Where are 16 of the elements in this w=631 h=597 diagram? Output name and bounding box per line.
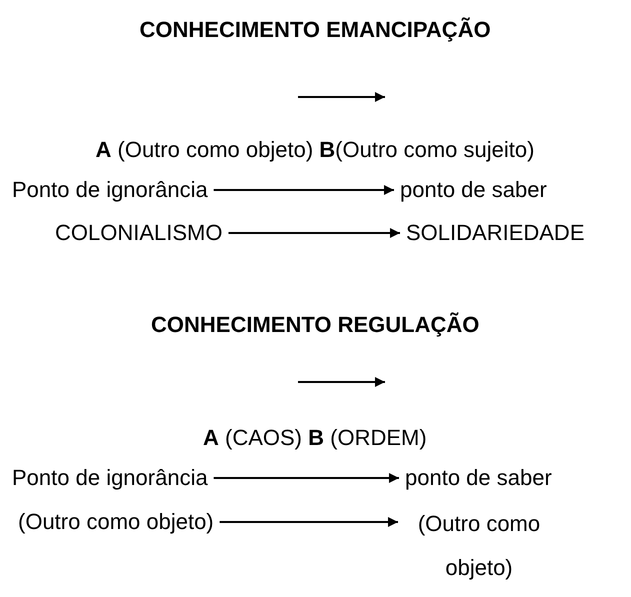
node-text: (Outro como objeto): [404, 502, 554, 590]
node-text: ponto de saber: [400, 170, 547, 210]
node-text: Ponto de ignorância: [12, 458, 208, 498]
label-text: A (Outro como objeto) B(Outro como sujeito): [96, 136, 534, 164]
heading: CONHECIMENTO EMANCIPAÇÃO: [140, 16, 491, 44]
arrow: [214, 473, 399, 483]
label-text: A (CAOS) B (ORDEM): [203, 424, 427, 452]
arrow: [220, 517, 398, 527]
node-text: Ponto de ignorância: [12, 170, 208, 210]
heading: CONHECIMENTO REGULAÇÃO: [151, 311, 480, 339]
arrow: [214, 185, 394, 195]
arrow: [228, 228, 400, 238]
node-text: ponto de saber: [405, 458, 552, 498]
node-text: (Outro como objeto): [18, 502, 214, 542]
node-text: COLONIALISMO: [55, 213, 222, 253]
node-text: SOLIDARIEDADE: [406, 213, 584, 253]
